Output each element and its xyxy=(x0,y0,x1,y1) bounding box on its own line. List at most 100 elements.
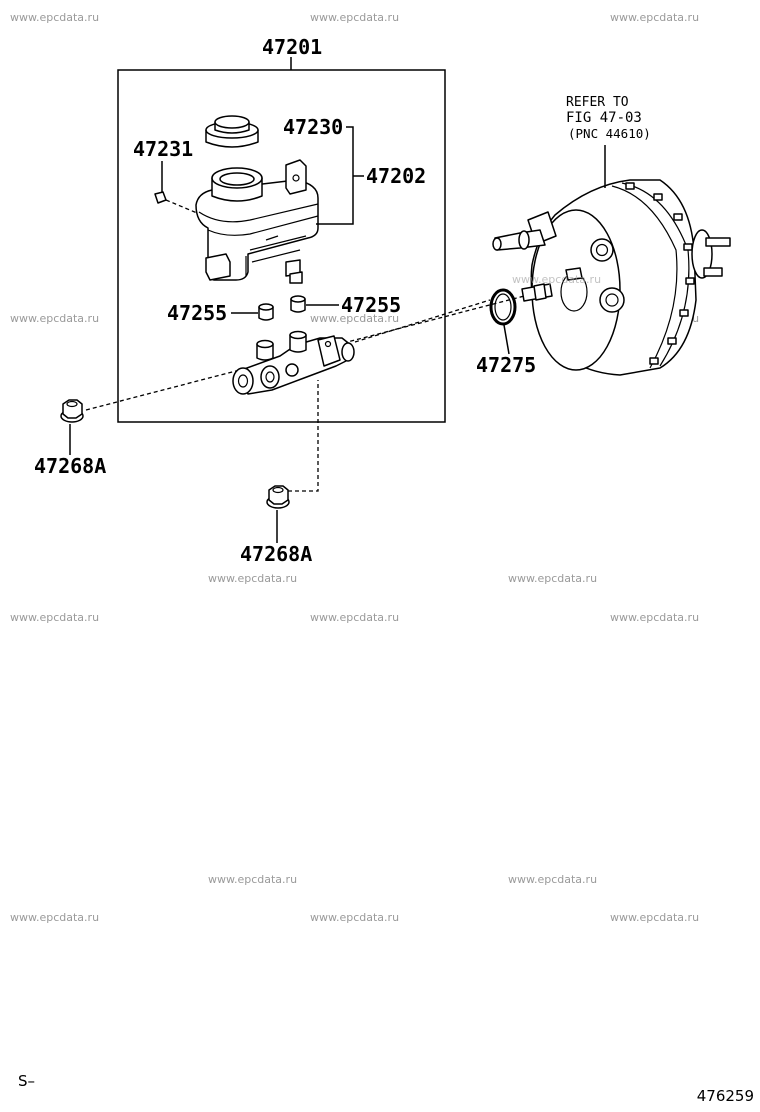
crimp-tooth xyxy=(685,277,695,285)
check-valve-ring xyxy=(518,230,530,250)
check-valve-tip xyxy=(492,237,502,251)
figure-number: 476259 xyxy=(697,1087,754,1105)
watermark: www.epcdata.ru xyxy=(10,11,99,24)
installation-lines xyxy=(85,199,529,492)
booster-oring xyxy=(489,288,517,326)
crimp-tooth xyxy=(649,357,659,365)
nut-bottom-bore xyxy=(272,486,284,494)
callouts: 47201 47230 47231 47202 47255 47255 4727… xyxy=(34,35,536,566)
leader-lines xyxy=(69,57,606,543)
reference-line-1: REFER TO xyxy=(566,95,629,110)
nut-left-hex xyxy=(62,399,83,419)
watermark: www.epcdata.ru xyxy=(610,11,699,24)
watermark: www.epcdata.ru xyxy=(610,611,699,624)
watermark: www.epcdata.ru xyxy=(208,572,297,585)
side-port xyxy=(285,363,299,377)
crimp-tooth xyxy=(667,337,677,345)
watermark: www.epcdata.ru xyxy=(10,312,99,325)
dashed-line-screw xyxy=(165,199,198,214)
oring-outer xyxy=(489,288,517,326)
cap-top xyxy=(214,115,250,129)
brake-booster xyxy=(492,179,731,376)
reservoir-outlet-2 xyxy=(289,271,303,284)
reservoir-connector xyxy=(205,253,231,281)
watermark: www.epcdata.ru xyxy=(610,911,699,924)
reference-line-2: FIG 47-03 xyxy=(566,110,642,126)
callout-nut-bottom: 47268A xyxy=(240,542,312,566)
crimp-tooth xyxy=(679,309,689,317)
nut-left-bore xyxy=(66,400,78,408)
leader-47275 xyxy=(503,324,510,355)
booster-face-port-upper xyxy=(590,238,614,262)
reservoir xyxy=(195,159,319,284)
port-rear xyxy=(289,334,307,353)
booster-face-port-lower-inner xyxy=(605,293,619,307)
master-cylinder xyxy=(232,330,355,395)
watermarks: www.epcdata.ru www.epcdata.ru www.epcdat… xyxy=(10,11,699,924)
grommet-right xyxy=(290,295,306,313)
nut-bottom xyxy=(266,485,290,509)
crimp-tooth xyxy=(653,193,663,201)
page-code: S– xyxy=(18,1072,35,1090)
reservoir-seam xyxy=(207,215,319,236)
reservoir-tab xyxy=(285,159,307,195)
callout-grommet-left: 47255 xyxy=(167,301,227,325)
leader-47230-bracket xyxy=(316,126,354,225)
dashed-line-nut-bottom xyxy=(288,380,319,492)
callout-master-cylinder-assy: 47201 xyxy=(262,35,322,59)
reservoir-tab-hole xyxy=(292,174,300,182)
booster-rear-stud-upper xyxy=(705,237,731,247)
reference-note: REFER TO FIG 47-03 (PNC 44610) xyxy=(566,95,651,141)
watermark: www.epcdata.ru xyxy=(508,572,597,585)
callout-grommet-right: 47255 xyxy=(341,293,401,317)
reservoir-mark xyxy=(265,235,279,241)
grommet-left xyxy=(258,303,274,321)
booster-stud-nut xyxy=(533,283,547,301)
outlet-port-1 xyxy=(232,367,254,395)
crimp-tooth xyxy=(673,213,683,221)
grommet-left-top xyxy=(258,303,274,311)
port-front-top xyxy=(256,339,274,349)
screw-head xyxy=(154,191,167,204)
callout-reservoir: 47202 xyxy=(366,164,426,188)
callout-booster-oring: 47275 xyxy=(476,353,536,377)
booster-face-port-lower xyxy=(599,287,625,313)
booster-crimp-teeth xyxy=(625,182,695,365)
reference-line-3: (PNC 44610) xyxy=(568,126,651,141)
cylinder-flange xyxy=(317,335,341,367)
oring-inner xyxy=(494,293,512,321)
port-rear-top xyxy=(289,330,307,340)
assembly-frame xyxy=(117,69,446,423)
dashed-line-nut-left xyxy=(85,294,529,411)
reservoir-screw xyxy=(154,191,167,204)
nut-bottom-hex xyxy=(268,485,289,505)
watermark: www.epcdata.ru xyxy=(508,873,597,886)
dashed-line-cylinder-booster xyxy=(354,299,491,343)
watermark: www.epcdata.ru xyxy=(208,873,297,886)
watermark: www.epcdata.ru xyxy=(512,273,601,286)
callout-reservoir-cap: 47230 xyxy=(283,115,343,139)
booster-stud-upper xyxy=(565,267,583,281)
outlet-port-1-bore xyxy=(237,374,249,388)
outlet-port-2-bore xyxy=(265,371,275,383)
reservoir-cap xyxy=(205,115,259,148)
callout-reservoir-screw: 47231 xyxy=(133,137,193,161)
callout-nut-left: 47268A xyxy=(34,454,106,478)
watermark: www.epcdata.ru xyxy=(310,611,399,624)
cylinder-pushrod-end xyxy=(341,342,355,362)
grommet-right-top xyxy=(290,295,306,303)
flange-hole xyxy=(324,340,332,348)
reservoir-filler-opening xyxy=(219,172,255,186)
watermark: www.epcdata.ru xyxy=(310,312,399,325)
outlet-port-2 xyxy=(260,365,280,389)
reservoir-lower-box xyxy=(245,235,307,276)
crimp-tooth xyxy=(683,243,693,251)
watermark: www.epcdata.ru xyxy=(310,11,399,24)
port-front xyxy=(256,343,274,361)
watermark: www.epcdata.ru xyxy=(10,611,99,624)
watermark: www.epcdata.ru xyxy=(310,911,399,924)
booster-rear-stud-lower xyxy=(703,267,723,277)
reservoir-top-edge xyxy=(198,203,319,223)
nut-left xyxy=(60,399,84,423)
